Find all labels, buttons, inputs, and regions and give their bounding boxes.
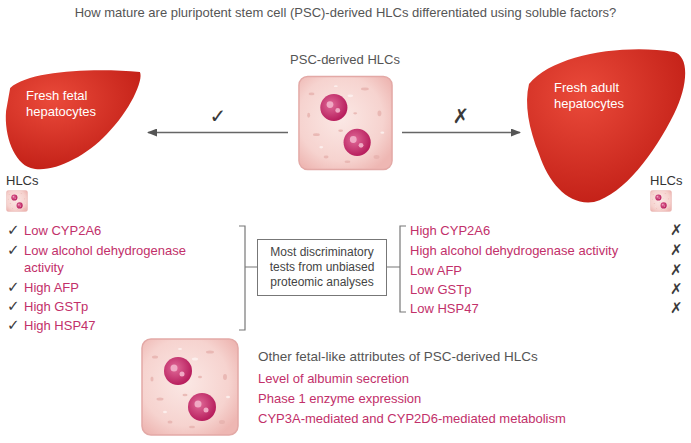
arrow-connector (148, 132, 288, 134)
check-mark: ✓ (7, 279, 20, 296)
list-item: High GSTp (24, 298, 88, 315)
cell-illustration (142, 339, 238, 435)
check-mark: ✓ (7, 298, 20, 315)
list-item: High CYP2A6 (410, 222, 490, 239)
node-text: Most discriminatory tests from unbiased … (264, 245, 380, 290)
title: How mature are pluripotent stem cell (PS… (0, 4, 691, 21)
cell-illustration (297, 74, 394, 172)
node-text: Fresh adult hepatocytes (554, 80, 654, 112)
test-box: Most discriminatory tests from unbiased … (257, 239, 387, 296)
liver-shape (4, 66, 144, 174)
list-item: Level of albumin secretion (258, 370, 409, 387)
row-heading: HLCs (6, 172, 39, 189)
edge-label: ✓ (208, 105, 228, 127)
liver-outline (527, 49, 685, 202)
edge-label: ✗ (451, 105, 471, 127)
liver-outline (6, 70, 141, 169)
list-item: Low alcohol dehydrogenase activity (24, 242, 206, 276)
node-text: PSC-derived HLCs (290, 52, 400, 68)
bracket (239, 226, 406, 330)
list-item: Low HSP47 (410, 300, 479, 317)
list-item: High alcohol dehydrogenase activity (410, 242, 618, 259)
list-item: Low GSTp (410, 281, 471, 298)
fetal-liver: Fresh fetal hepatocytes (4, 66, 144, 174)
check-mark: ✓ (7, 317, 20, 334)
node-text: Fresh fetal hepatocytes (26, 88, 121, 120)
list-item: Low AFP (410, 262, 462, 279)
list-item: High HSP47 (24, 317, 96, 334)
cross-mark: ✗ (670, 262, 683, 279)
list-item: CYP3A-mediated and CYP2D6-mediated metab… (258, 410, 566, 427)
cell-icon (6, 190, 27, 211)
list-item: High AFP (24, 279, 79, 296)
list-item: Low CYP2A6 (24, 222, 101, 239)
check-mark: ✓ (7, 242, 20, 259)
cross-mark: ✗ (670, 281, 683, 298)
cross-mark: ✗ (670, 222, 683, 239)
section-heading: Other fetal-like attributes of PSC-deriv… (258, 348, 538, 365)
list-item: Phase 1 enzyme expression (258, 390, 421, 407)
row-heading: HLCs (650, 172, 683, 189)
cross-mark: ✗ (670, 300, 683, 317)
arrow-connector (402, 132, 520, 134)
cell-node: PSC-derived HLCs (290, 52, 400, 174)
cross-mark: ✗ (670, 242, 683, 259)
check-mark: ✓ (7, 222, 20, 239)
cell-icon (650, 190, 671, 211)
